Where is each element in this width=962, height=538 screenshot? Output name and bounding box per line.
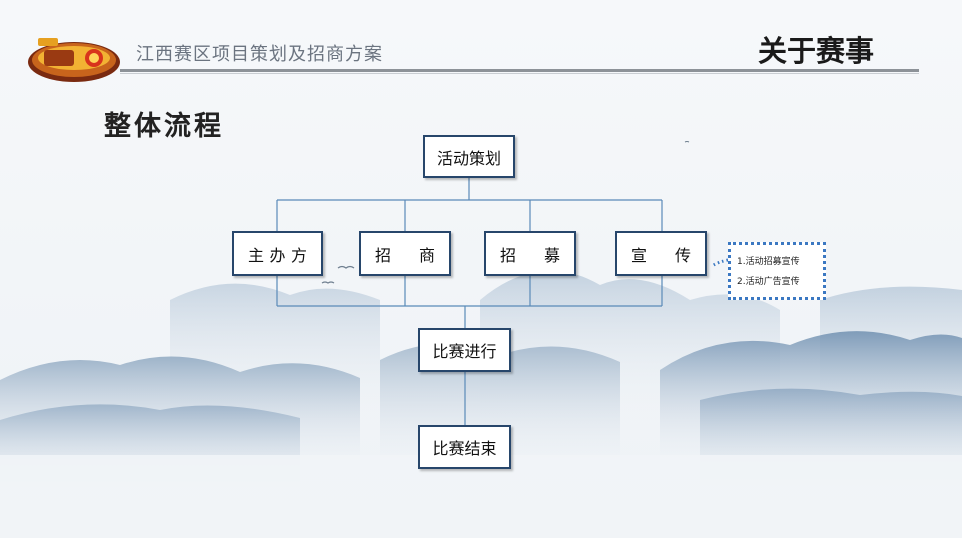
node-char: 宣: [631, 245, 648, 265]
node-promotion: 宣 传: [615, 231, 707, 276]
page-title: 关于赛事: [758, 34, 875, 68]
node-label: 比赛结束: [432, 439, 497, 458]
note-item: 1.活动招募宣传: [737, 257, 800, 267]
game-logo: [28, 38, 120, 82]
node-label: 活动策划: [436, 148, 501, 168]
node-activity-planning: 活动策划: [423, 135, 515, 178]
promotion-note: 1.活动招募宣传 2.活动广告宣传: [728, 242, 826, 300]
node-char: 方: [290, 245, 307, 265]
header-subtitle: 江西赛区项目策划及招商方案: [136, 44, 383, 65]
node-char: 传: [674, 245, 691, 265]
node-match-in-progress: 比赛进行: [418, 328, 511, 372]
node-recruitment: 招 募: [484, 231, 576, 276]
node-match-end: 比赛结束: [418, 425, 511, 469]
node-char: 招: [500, 245, 517, 265]
node-organizer: 主 办 方: [232, 231, 323, 276]
node-char: 募: [543, 245, 560, 265]
node-investment: 招 商: [359, 231, 451, 276]
header-divider-thin: [120, 73, 919, 74]
node-char: 办: [269, 245, 286, 265]
note-item: 2.活动广告宣传: [737, 277, 800, 287]
header-divider: [120, 69, 919, 72]
node-label: 比赛进行: [432, 342, 497, 361]
section-title: 整体流程: [104, 111, 224, 142]
node-char: 招: [375, 245, 392, 265]
node-char: 商: [418, 245, 435, 265]
node-char: 主: [248, 245, 265, 265]
